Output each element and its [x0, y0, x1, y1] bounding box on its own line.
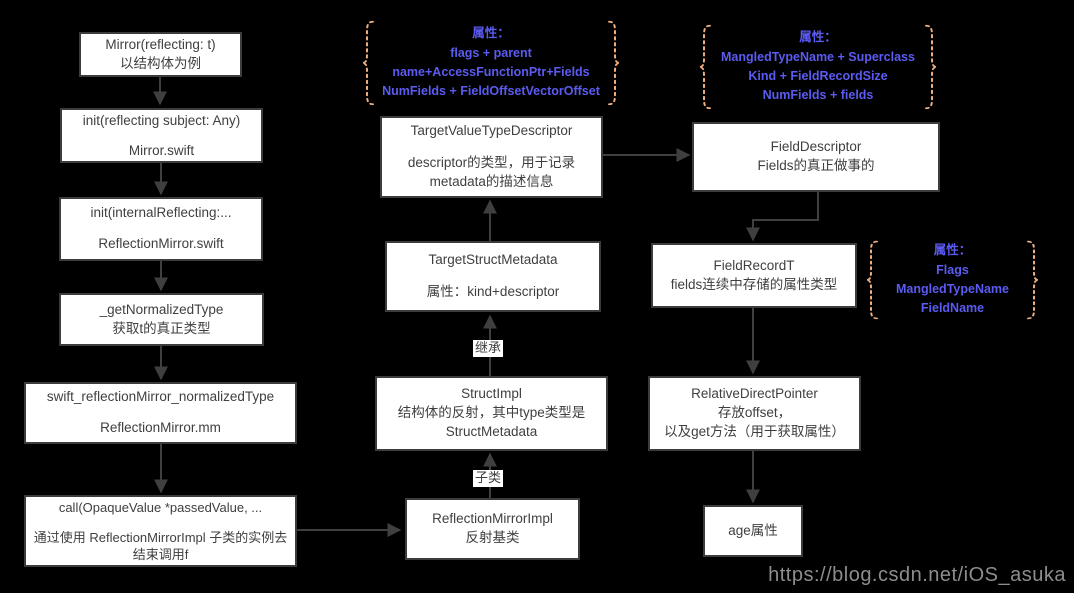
text-line: age属性 [728, 522, 778, 538]
watermark-url: https://blog.csdn.net/iOS_asuka [768, 564, 1066, 586]
node-call-opaque-value: call(OpaqueValue *passedValue, ... 通过使用 R… [24, 495, 297, 567]
text-line [30, 407, 291, 420]
text-line: flags + parent [450, 45, 532, 60]
right-brace-icon [1027, 240, 1040, 320]
text-line [386, 141, 597, 154]
text-line: Kind + FieldRecordSize [748, 69, 888, 83]
node-target-struct-metadata: TargetStructMetadata 属性：kind+descriptor [385, 241, 601, 312]
text-line: fields连续中存储的属性类型 [670, 276, 838, 292]
text-line [66, 129, 257, 142]
text-line: ReflectionMirror.swift [98, 236, 224, 252]
node-target-value-type-descriptor: TargetValueTypeDescriptor descriptor的类型，用… [380, 116, 603, 198]
text-line: init(reflecting subject: Any) [82, 113, 241, 128]
text-line: TargetStructMetadata [428, 252, 558, 268]
text-line: StructMetadata [445, 423, 538, 439]
text-line: 属性：kind+descriptor [426, 283, 560, 299]
text-line: MangledTypeName [896, 282, 1009, 296]
text-line [30, 516, 291, 528]
node-struct-impl: StructImpl 结构体的反射，其中type类型是 StructMetadata [375, 376, 608, 451]
text-line: FieldName [920, 301, 985, 316]
node-mirror-call: Mirror(reflecting: t) 以结构体为例 [79, 32, 242, 77]
text-line: MangledTypeName + Superclass [721, 49, 915, 64]
text-line: metadata的描述信息 [429, 173, 554, 189]
text-line: StructImpl [461, 386, 522, 402]
edge-label-subclass: 子类 [473, 470, 504, 487]
left-brace-icon [698, 24, 711, 110]
annotation-descriptor-props: 属性： flags + parent name+AccessFunctionPtr+… [361, 20, 621, 106]
text-line: call(OpaqueValue *passedValue, ... [58, 500, 263, 516]
edge-label-inherit: 继承 [473, 340, 504, 357]
text-line: init(internalReflecting:... [90, 204, 232, 220]
right-brace-icon [608, 20, 621, 106]
text-line: 存放offset， [717, 405, 792, 421]
left-brace-icon [865, 240, 878, 320]
text-line [391, 270, 595, 283]
node-relative-direct-pointer: RelativeDirectPointer 存放offset， 以及get方法（用于… [648, 376, 861, 451]
text-line: NumFields + FieldOffsetVectorOffset [382, 84, 600, 99]
node-get-normalized-type: _getNormalizedType 获取t的真正类型 [59, 293, 264, 346]
text-line: 属性： [799, 30, 837, 45]
right-brace-icon [925, 24, 938, 110]
text-line: Fields的真正做事的 [757, 158, 875, 173]
node-init-reflecting: init(reflecting subject: Any) Mirror.swif… [60, 108, 263, 163]
text-line: _getNormalizedType [99, 301, 224, 317]
node-reflection-mirror-impl: ReflectionMirrorImpl 反射基类 [405, 498, 580, 560]
left-brace-icon [361, 20, 374, 106]
text-line: 反射基类 [465, 530, 520, 545]
text-line: 获取t的真正类型 [112, 320, 211, 336]
text-line: FieldRecordT [713, 257, 795, 273]
text-line: 属性： [472, 26, 510, 41]
text-line: ReflectionMirrorImpl [432, 511, 553, 527]
text-line: Mirror(reflecting: t) [105, 37, 216, 52]
text-line: ReflectionMirror.mm [100, 420, 221, 436]
text-line: swift_reflectionMirror_normalizedType [46, 388, 275, 404]
text-line: RelativeDirectPointer [691, 386, 818, 402]
text-line [65, 223, 257, 236]
node-field-record-t: FieldRecordT fields连续中存储的属性类型 [651, 243, 857, 308]
text-line: 属性： [933, 243, 972, 258]
node-age-property: age属性 [703, 505, 803, 557]
text-line: 结构体的反射，其中type类型是 [397, 405, 586, 421]
text-line: Flags [936, 262, 969, 277]
text-line: Mirror.swift [128, 142, 195, 158]
text-line: 以及get方法（用于获取属性） [664, 423, 845, 439]
text-line: name+AccessFunctionPtr+Fields [392, 65, 590, 79]
text-line: 以结构体为例 [120, 55, 201, 71]
text-line: TargetValueTypeDescriptor [410, 123, 573, 139]
text-line: 通过使用 ReflectionMirrorImpl 子类的实例去结束调用f [33, 529, 288, 562]
text-line: NumFields + fields [762, 88, 874, 103]
node-init-internal-reflecting: init(internalReflecting:... ReflectionMir… [59, 197, 263, 261]
text-line: FieldDescriptor [770, 139, 862, 155]
text-line: descriptor的类型，用于记录 [407, 154, 576, 170]
